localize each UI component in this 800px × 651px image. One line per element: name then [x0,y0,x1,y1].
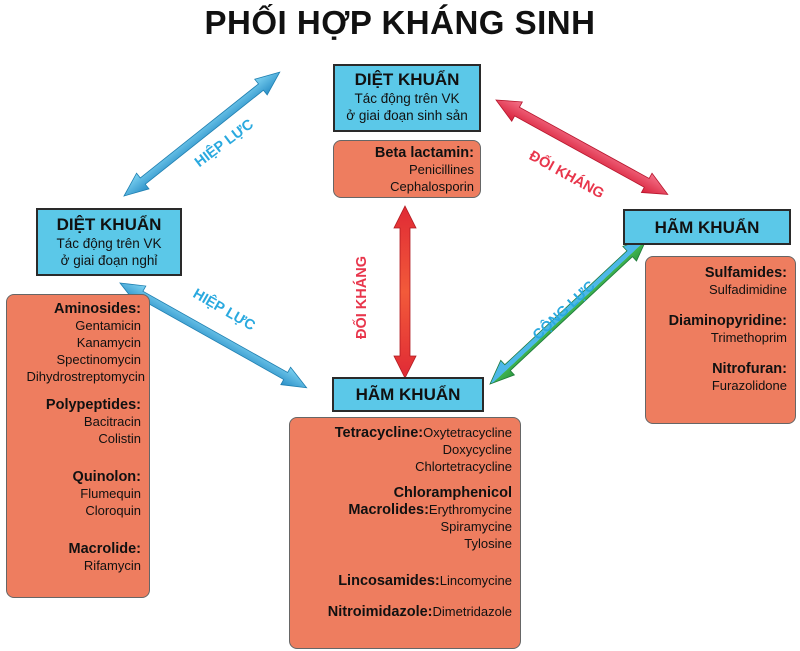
list-item: Spiramycine [440,519,512,534]
category-label: Lincosamides: [338,573,440,589]
box-title: DIỆT KHUẨN [354,70,460,89]
list-item: Dimetridazole [432,604,512,619]
list-item: Trimethoprim [710,330,787,345]
list-item: Dihydrostreptomycin [26,369,146,384]
category-label: Beta lactamin: [374,145,474,161]
list-item: Gentamicin [75,318,141,333]
box-diet-khuan-left: DIỆT KHUẨN Tác động trên VK ở giai đoạn … [36,208,182,276]
list-item: Doxycycline [442,442,512,457]
box-beta-lactamin: Beta lactamin: Penicillines Cephalospori… [333,140,481,198]
box-title: DIỆT KHUẨN [56,215,162,234]
list-item: Sulfadimidine [708,282,787,297]
category-label: Polypeptides: [45,397,141,413]
entry-tetracycline: Tetracycline:Oxytetracycline [298,424,512,441]
box-line: Tác động trên VK [354,91,460,106]
list-item: Chlortetracycline [415,459,512,474]
box-diet-khuan-top: DIỆT KHUẨN Tác động trên VK ở giai đoạn … [333,64,481,132]
category-label: Aminosides: [53,301,141,317]
list-item: Penicillines [408,162,474,177]
list-item: Colistin [98,431,141,446]
box-ham-khuan-bottom: HÃM KHUẨN [332,377,484,412]
box-line: ở giai đoạn sinh sản [346,108,468,123]
box-line: ở giai đoạn nghỉ [60,253,158,268]
category-label: Macrolide: [68,541,141,557]
list-left: Aminosides: Gentamicin Kanamycin Spectin… [6,294,150,598]
list-item: Oxytetracycline [423,425,512,440]
arrow-top-right [495,99,669,195]
list-item: Flumequin [80,486,141,501]
list-bottom: Tetracycline:Oxytetracycline Doxycycline… [289,417,521,649]
list-item: Spectinomycin [56,352,141,367]
page-title: PHỐI HỢP KHÁNG SINH [204,4,596,41]
entry-lincosamides: Lincosamides:Lincomycine [298,572,512,589]
box-line: Tác động trên VK [56,236,162,251]
arrow-top-left [123,71,281,197]
category-label: Chloramphenicol [393,485,512,501]
category-label: Nitroimidazole: [327,604,433,620]
entry-macrolides: Macrolides:Erythromycine [298,501,512,518]
list-item: Kanamycin [76,335,141,350]
box-title: HÃM KHUẨN [654,218,760,237]
category-label: Diaminopyridine: [668,313,787,329]
list-item: Tylosine [464,536,512,551]
list-item: Cephalosporin [390,179,474,194]
category-label: Macrolides: [348,502,429,518]
list-item: Lincomycine [439,573,512,588]
arrow-center [393,205,417,379]
category-label: Tetracycline: [334,425,424,441]
list-item: Bacitracin [83,414,141,429]
category-label: Nitrofuran: [712,361,787,377]
entry-nitroimidazole: Nitroimidazole:Dimetridazole [298,603,512,620]
label-doi-khang-center: ĐỐI KHÁNG [354,256,370,339]
category-label: Quinolon: [72,469,141,485]
list-item: Rifamycin [83,558,141,573]
category-label: Sulfamides: [704,265,787,281]
box-title: HÃM KHUẨN [355,385,461,404]
list-right: Sulfamides: Sulfadimidine Diaminopyridin… [645,256,796,424]
box-ham-khuan-right: HÃM KHUẨN [623,209,791,245]
list-item: Cloroquin [85,503,141,518]
list-item: Erythromycine [428,502,512,517]
list-item: Furazolidone [711,378,787,393]
